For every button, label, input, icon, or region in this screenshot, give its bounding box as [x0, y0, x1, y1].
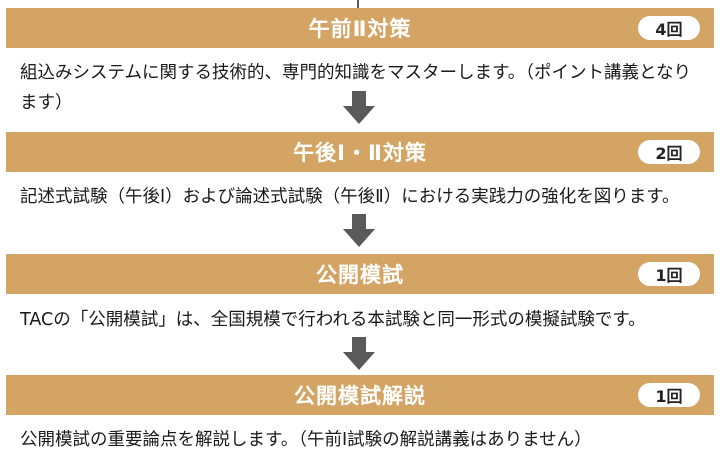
top-connector-line	[357, 0, 359, 8]
stage-header-mock-exam: 公開模試 1回	[6, 254, 714, 294]
stage-header-mock-exam-review: 公開模試解説 1回	[6, 375, 714, 415]
arrow-down-icon	[342, 214, 376, 248]
stage-title: 午後Ⅰ・Ⅱ対策	[293, 141, 427, 165]
stage-description: TACの「公開模試」は、全国規模で行われる本試験と同一形式の模擬試験です。	[20, 310, 646, 330]
stage-title: 午前Ⅱ対策	[308, 17, 412, 41]
stage-title: 公開模試	[316, 263, 404, 287]
arrow-down-icon	[342, 91, 376, 125]
session-count-badge: 1回	[638, 262, 700, 286]
stage-header-gozen-2: 午前Ⅱ対策 4回	[6, 8, 714, 48]
stage-header-gogo-1-2: 午後Ⅰ・Ⅱ対策 2回	[6, 132, 714, 172]
stage-title: 公開模試解説	[294, 384, 426, 408]
session-count-badge: 1回	[638, 383, 700, 407]
stage-description: 公開模試の重要論点を解説します。（午前Ⅰ試験の解説講義はありません）	[20, 430, 592, 450]
session-count-badge: 4回	[638, 16, 700, 40]
stage-description: 組込みシステムに関する技術的、専門的知識をマスターします。（ポイント講義となりま…	[20, 63, 691, 113]
stage-description: 記述式試験（午後Ⅰ）および論述式試験（午後Ⅱ）における実践力の強化を図ります。	[20, 187, 680, 207]
arrow-down-icon	[342, 337, 376, 371]
session-count-badge: 2回	[638, 140, 700, 164]
